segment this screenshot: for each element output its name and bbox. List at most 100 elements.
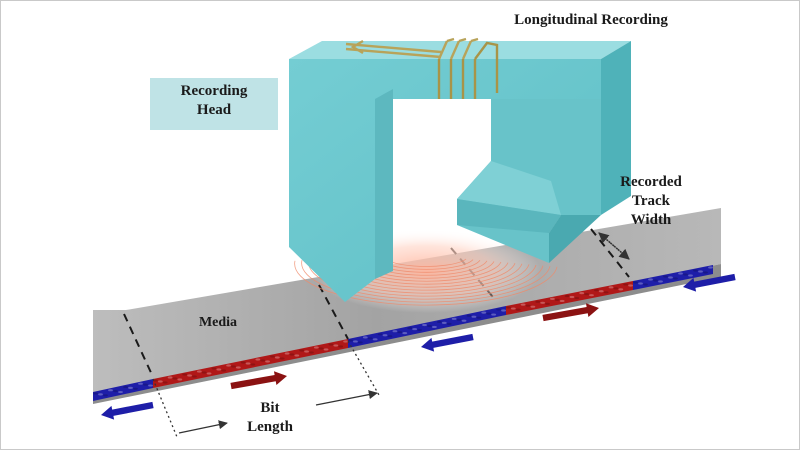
track-width-arrow-reverse <box>598 232 630 260</box>
domain-texture <box>289 353 295 356</box>
domain-texture <box>530 305 536 308</box>
domain-texture <box>118 390 123 394</box>
domain-texture <box>226 364 231 367</box>
domain-texture <box>584 293 589 296</box>
domain-texture <box>265 360 270 363</box>
domain-texture <box>623 283 629 286</box>
domain-texture <box>182 373 188 376</box>
domain-texture <box>309 351 314 354</box>
domain-texture <box>318 347 324 350</box>
domain-texture <box>397 331 403 334</box>
domain-texture <box>638 282 643 285</box>
domain-texture <box>294 354 300 357</box>
domain-texture <box>456 318 462 321</box>
domain-texture <box>148 384 153 387</box>
recording-head-label: Recording Head <box>180 83 248 118</box>
bit-length-label: Bit Length <box>247 400 293 435</box>
domain-texture <box>506 306 511 309</box>
domain-texture <box>153 379 158 382</box>
field-line <box>294 260 558 306</box>
magnetization-arrow-right <box>230 371 287 390</box>
domain-texture <box>407 327 413 330</box>
domain-texture <box>231 365 236 368</box>
domain-texture <box>451 317 457 320</box>
domain-texture <box>693 269 698 272</box>
domain-texture <box>427 324 432 328</box>
domain-texture <box>211 367 217 370</box>
domain-texture <box>333 344 339 347</box>
domain-texture <box>678 272 683 275</box>
domain-texture <box>668 276 673 279</box>
domain-texture <box>323 348 329 351</box>
domain-texture <box>387 335 393 338</box>
coil-winding <box>345 37 499 99</box>
domain-texture <box>279 357 285 360</box>
domain-texture <box>143 383 148 386</box>
domain-texture <box>574 296 580 300</box>
domain-texture <box>486 312 492 315</box>
domain-texture <box>698 270 703 273</box>
domain-texture <box>446 322 452 325</box>
domain-texture <box>476 316 482 319</box>
domain-texture <box>432 325 437 329</box>
domain-texture <box>196 370 202 373</box>
domain-texture <box>245 362 251 365</box>
domain-texture <box>593 289 599 292</box>
domain-texture <box>167 376 173 379</box>
domain-segment-left <box>348 306 506 348</box>
magnetization-arrow-right <box>542 303 599 322</box>
domain-texture <box>133 387 138 390</box>
domain-texture <box>613 287 619 290</box>
domain-texture <box>491 313 497 316</box>
domain-texture <box>653 279 658 282</box>
domain-texture <box>328 343 334 346</box>
domain-texture <box>643 283 648 286</box>
domain-texture <box>338 345 344 348</box>
domain-texture <box>123 385 128 389</box>
domain-texture <box>466 314 472 317</box>
bit-length-measurement <box>152 340 380 438</box>
domain-texture <box>633 281 638 284</box>
domain-texture <box>417 328 422 332</box>
magnetization-arrows <box>101 273 736 420</box>
domain-texture <box>510 307 516 310</box>
magnetization-arrow-left <box>101 401 154 420</box>
domain-texture <box>172 377 178 380</box>
domain-texture <box>274 356 280 359</box>
magnetization-arrow-left <box>683 273 736 292</box>
domain-texture <box>559 299 565 303</box>
domain-texture <box>377 333 383 336</box>
domain-texture <box>658 280 663 283</box>
domain-texture <box>703 271 708 274</box>
domain-texture <box>177 378 183 381</box>
recorded-track-width-label: Recorded Track Width <box>620 174 682 228</box>
domain-texture <box>422 323 427 327</box>
domain-texture <box>98 393 103 396</box>
domain-texture <box>471 315 477 318</box>
domain-texture <box>708 266 713 269</box>
domain-texture <box>589 294 594 297</box>
domain-texture <box>299 349 305 352</box>
domain-texture <box>673 277 678 280</box>
domain-segment-left <box>93 379 153 401</box>
domain-texture <box>481 311 487 314</box>
domain-texture <box>270 355 275 358</box>
domain-texture <box>520 303 526 306</box>
media-label: Media <box>198 315 238 330</box>
domain-texture <box>304 350 309 353</box>
domain-texture <box>313 346 319 349</box>
domain-texture <box>128 386 133 389</box>
domain-texture <box>216 368 222 371</box>
recording-head <box>289 41 631 302</box>
domain-texture <box>608 286 614 289</box>
domain-texture <box>235 366 241 369</box>
field-line <box>308 259 544 300</box>
recording-head-label-box <box>150 78 278 130</box>
domain-texture <box>412 327 418 331</box>
domain-texture <box>663 275 668 278</box>
domain-texture <box>343 340 348 343</box>
domain-texture <box>255 358 261 361</box>
domain-texture <box>436 320 442 324</box>
